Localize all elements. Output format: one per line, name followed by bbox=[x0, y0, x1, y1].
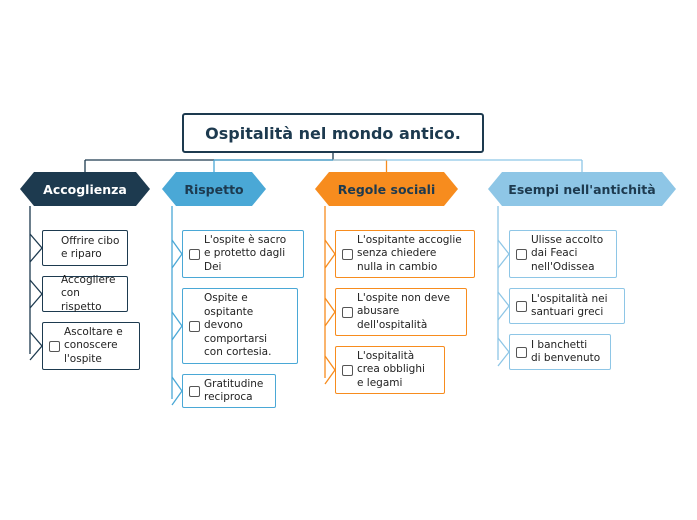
leaf-offrire-cibo[interactable]: Offrire cibo e riparo bbox=[42, 230, 128, 266]
leaf-connector bbox=[29, 331, 43, 361]
checkbox[interactable] bbox=[516, 346, 527, 358]
leaf-connector bbox=[324, 297, 336, 327]
checkbox[interactable] bbox=[189, 385, 200, 397]
leaf-obblighi[interactable]: L'ospitalità crea obblighi e legami bbox=[335, 346, 445, 394]
leaf-connector bbox=[171, 311, 183, 341]
checkbox[interactable] bbox=[49, 340, 60, 352]
leaf-text: I banchetti di benvenuto bbox=[531, 338, 601, 365]
leaf-ulisse[interactable]: Ulisse accolto dai Feaci nell'Odissea bbox=[509, 230, 617, 278]
leaf-gratitudine[interactable]: Gratitudine reciproca bbox=[182, 374, 276, 408]
leaf-connector bbox=[171, 376, 183, 406]
leaf-text: L'ospitalità nei santuari greci bbox=[531, 292, 608, 319]
checkbox[interactable] bbox=[189, 320, 200, 332]
leaf-text: Gratitudine reciproca bbox=[204, 377, 264, 404]
central-topic[interactable]: Ospitalità nel mondo antico. bbox=[182, 113, 484, 153]
branch-esempi[interactable]: Esempi nell'antichità bbox=[488, 172, 676, 206]
leaf-santuari[interactable]: L'ospitalità nei santuari greci bbox=[509, 288, 625, 324]
checkbox[interactable] bbox=[516, 248, 527, 260]
leaf-non-abusare[interactable]: L'ospite non deve abusare dell'ospitalit… bbox=[335, 288, 467, 336]
leaf-text: L'ospite è sacro e protetto dagli Dei bbox=[204, 233, 287, 273]
leaf-text: Ospite e ospitante devono comportarsi co… bbox=[204, 292, 272, 359]
leaf-ospitante-accoglie[interactable]: L'ospitante accoglie senza chiedere null… bbox=[335, 230, 475, 278]
leaf-connector bbox=[497, 291, 510, 321]
checkbox[interactable] bbox=[189, 248, 200, 260]
checkbox[interactable] bbox=[342, 248, 353, 260]
leaf-connector bbox=[497, 239, 510, 269]
branch-rispetto[interactable]: Rispetto bbox=[162, 172, 266, 206]
leaf-accogliere[interactable]: Accogliere con rispetto bbox=[42, 273, 128, 313]
leaf-text: L'ospitalità crea obblighi e legami bbox=[357, 349, 425, 389]
leaf-text: Accogliere con rispetto bbox=[61, 273, 116, 313]
leaf-text: L'ospitante accoglie senza chiedere null… bbox=[357, 233, 462, 273]
branch-regole-sociali[interactable]: Regole sociali bbox=[315, 172, 458, 206]
leaf-text: Offrire cibo e riparo bbox=[61, 234, 120, 261]
checkbox[interactable] bbox=[342, 364, 353, 376]
leaf-text: Ascoltare e conoscere l'ospite bbox=[64, 325, 123, 365]
leaf-connector bbox=[29, 233, 43, 263]
leaf-text: L'ospite non deve abusare dell'ospitalit… bbox=[357, 291, 450, 331]
leaf-text: Ulisse accolto dai Feaci nell'Odissea bbox=[531, 233, 604, 273]
leaf-connector bbox=[497, 337, 510, 367]
leaf-connector bbox=[171, 239, 183, 269]
checkbox[interactable] bbox=[342, 306, 353, 318]
leaf-connector bbox=[324, 239, 336, 269]
leaf-ospite-sacro[interactable]: L'ospite è sacro e protetto dagli Dei bbox=[182, 230, 304, 278]
branch-accoglienza[interactable]: Accoglienza bbox=[20, 172, 150, 206]
checkbox[interactable] bbox=[516, 300, 527, 312]
leaf-cortesia[interactable]: Ospite e ospitante devono comportarsi co… bbox=[182, 288, 298, 364]
leaf-banchetti[interactable]: I banchetti di benvenuto bbox=[509, 334, 611, 370]
leaf-connector bbox=[29, 279, 43, 309]
leaf-ascoltare[interactable]: Ascoltare e conoscere l'ospite bbox=[42, 322, 140, 370]
leaf-connector bbox=[324, 355, 336, 385]
